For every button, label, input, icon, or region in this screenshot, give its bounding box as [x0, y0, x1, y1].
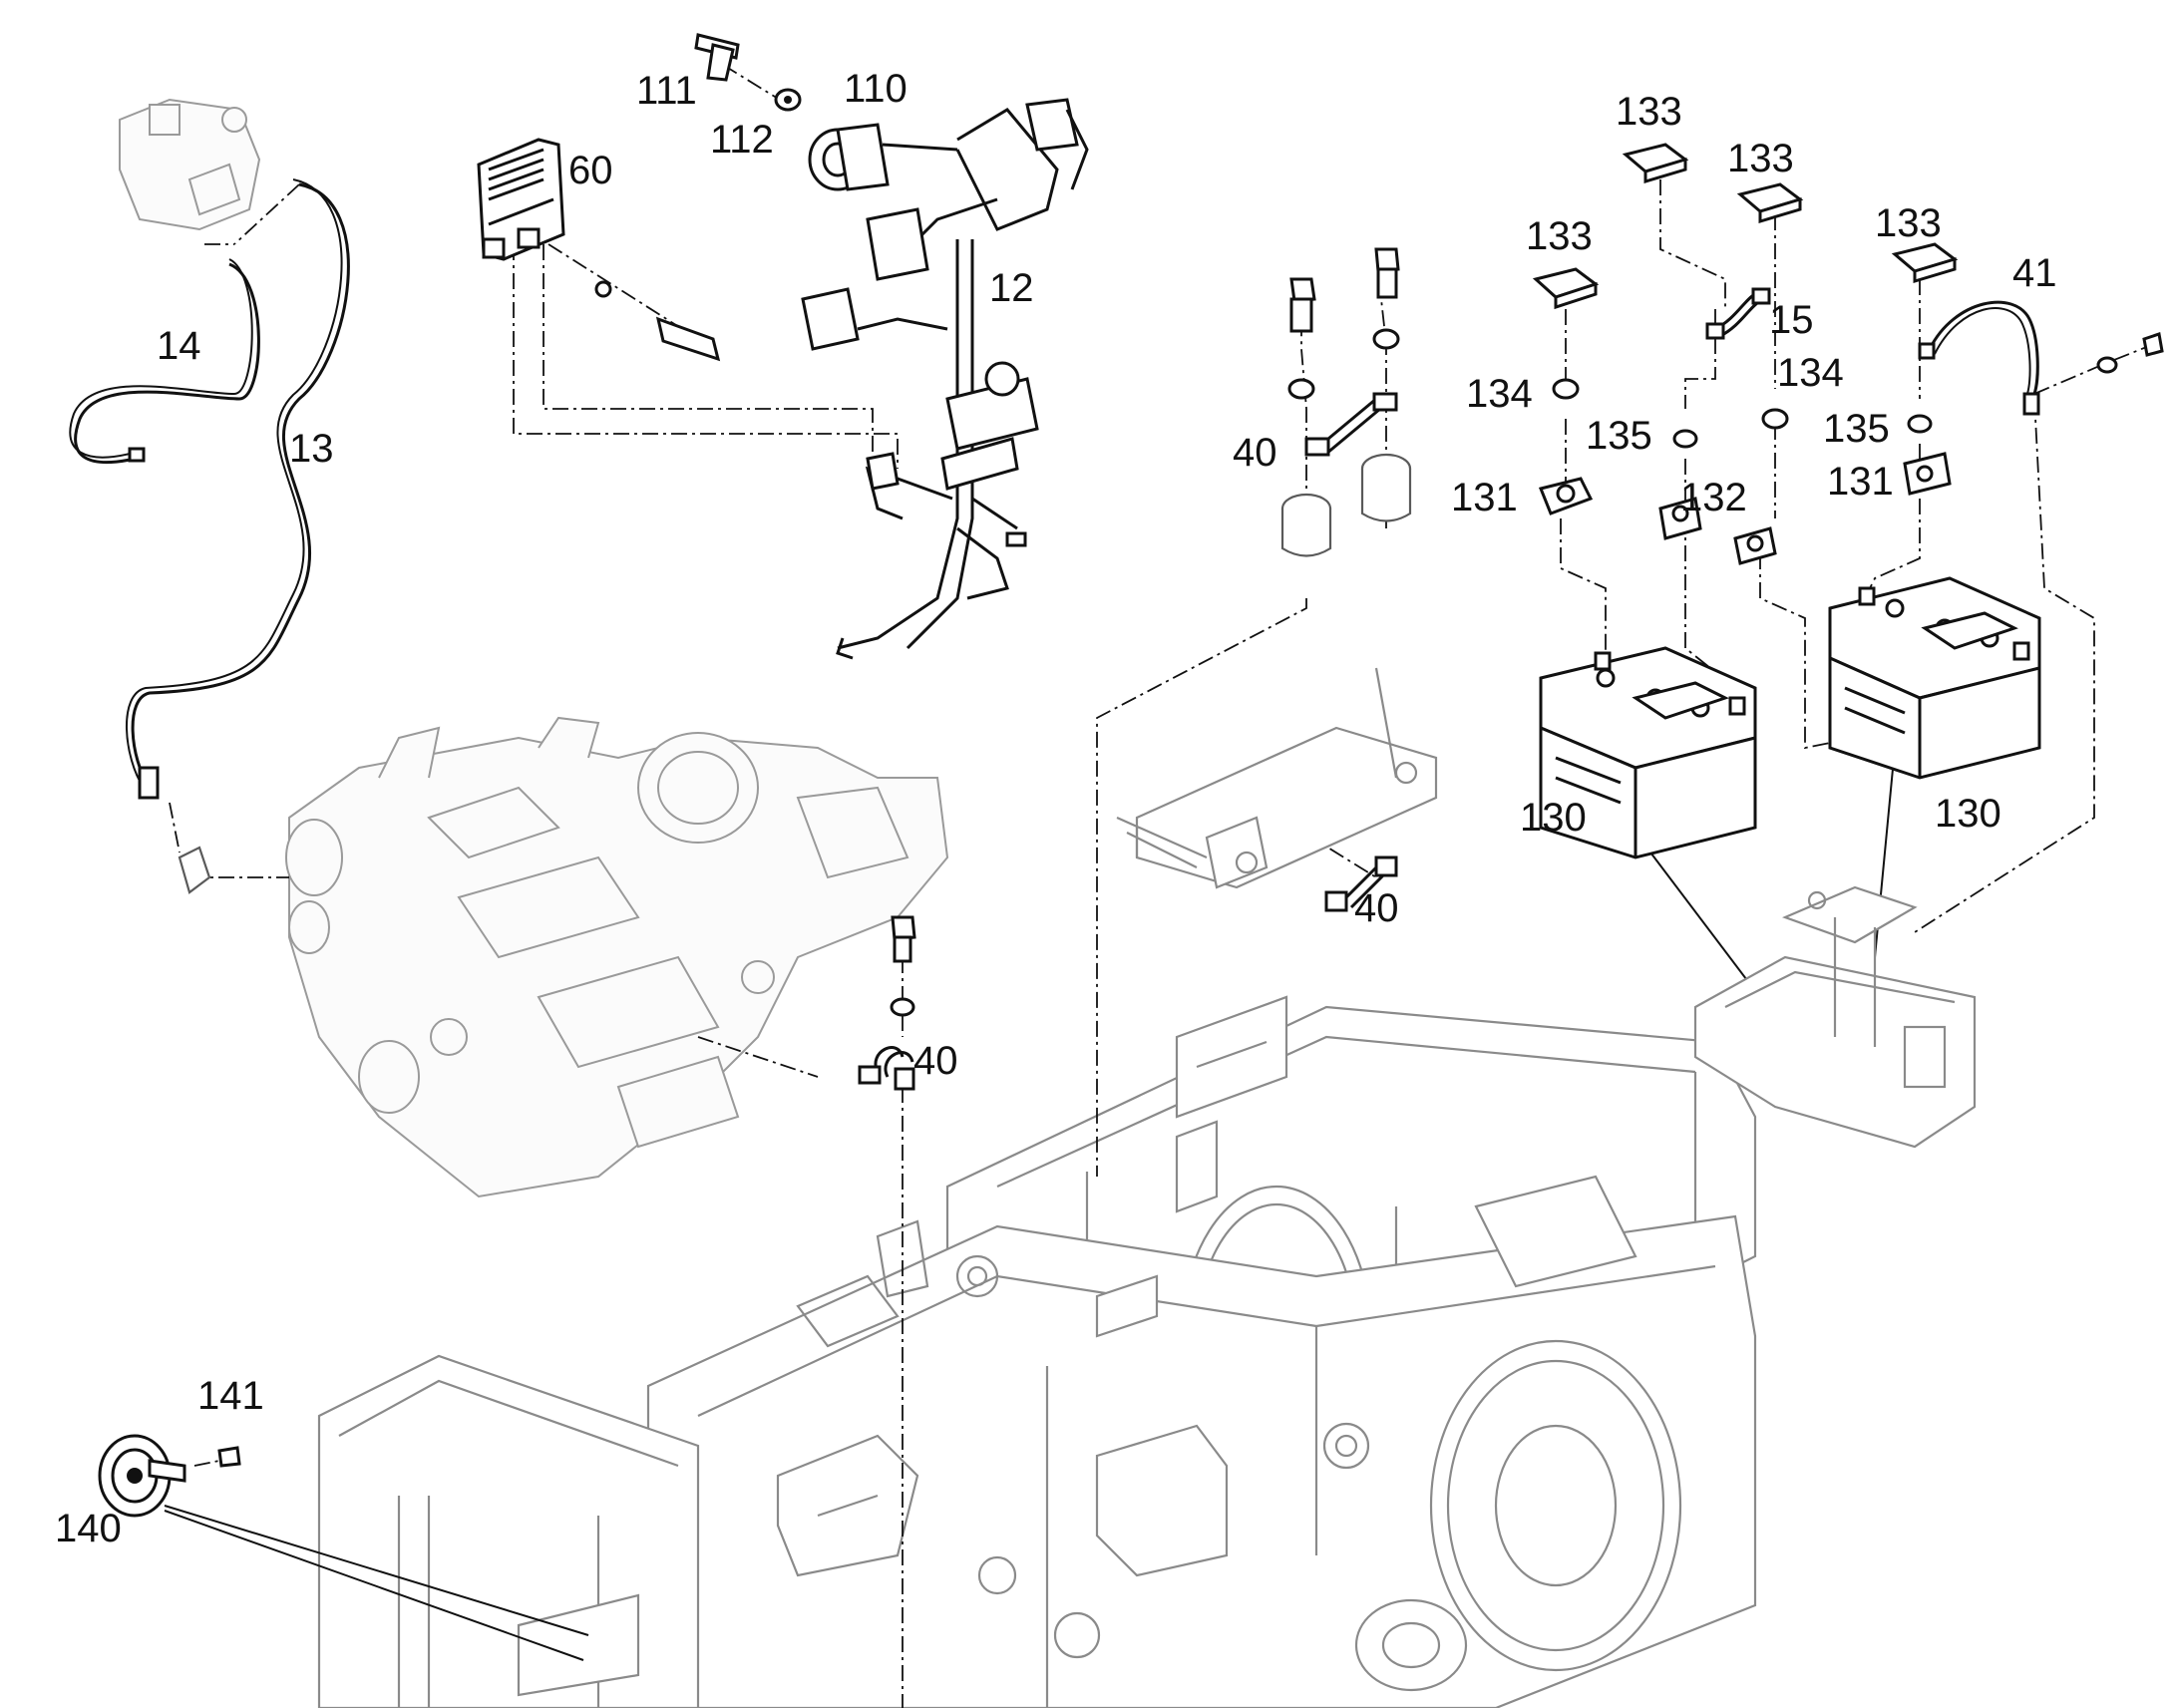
clamps-131-132 — [1538, 452, 1952, 565]
horn-140 — [98, 1434, 186, 1518]
callout-14: 14 — [157, 324, 201, 368]
callout-112: 112 — [710, 118, 774, 162]
mounting-plate — [1116, 667, 1438, 889]
callout-132: 132 — [1680, 476, 1747, 519]
screw-141 — [217, 1446, 241, 1468]
ecu-module — [477, 138, 721, 362]
callout-111: 111 — [636, 69, 697, 113]
disconnect-switch — [119, 98, 261, 231]
callout-40-mid: 40 — [1233, 431, 1277, 475]
callout-labels: 111 112 110 60 12 14 13 40 40 40 133 133… — [55, 67, 2057, 1550]
callout-40-lower: 40 — [1354, 886, 1399, 930]
chassis-frame — [317, 995, 1757, 1708]
battery-130-right — [1828, 576, 2041, 780]
callout-130-a: 130 — [1520, 796, 1587, 840]
relay-110 — [808, 123, 958, 191]
washer-112 — [774, 88, 802, 112]
callout-135-b: 135 — [1823, 407, 1890, 451]
cable-41 — [1918, 300, 2164, 416]
callout-133-a: 133 — [1526, 214, 1593, 258]
callout-13: 13 — [289, 427, 334, 471]
engine-assembly — [285, 716, 949, 1198]
callout-15: 15 — [1769, 298, 1814, 342]
callout-141: 141 — [197, 1374, 264, 1418]
terminal-caps-133 — [1532, 143, 1959, 310]
cable-15 — [1705, 287, 1771, 340]
harness-12 — [801, 98, 1089, 660]
callout-133-d: 133 — [1875, 201, 1942, 245]
callout-60: 60 — [568, 149, 613, 192]
callout-135-a: 135 — [1586, 414, 1652, 458]
callout-41: 41 — [2012, 251, 2057, 295]
callout-134-a: 134 — [1466, 372, 1533, 416]
harness-13 — [126, 178, 350, 894]
callout-131-a: 131 — [1451, 476, 1518, 519]
callout-110: 110 — [844, 67, 908, 111]
callout-133-b: 133 — [1616, 90, 1682, 134]
washers-134-135 — [1552, 378, 1933, 449]
cable-40-lower — [1324, 855, 1398, 912]
callout-134-b: 134 — [1777, 351, 1844, 395]
cable-40-engine — [858, 915, 916, 1091]
callout-133-c: 133 — [1727, 137, 1794, 180]
callout-131-b: 131 — [1827, 460, 1894, 504]
callout-140: 140 — [55, 1507, 122, 1550]
battery-130-left — [1539, 646, 1757, 859]
bolt-111 — [694, 33, 740, 82]
callout-40-engine: 40 — [913, 1039, 958, 1083]
harness-14 — [69, 258, 260, 465]
callout-12: 12 — [989, 266, 1034, 310]
callout-130-b: 130 — [1935, 792, 2001, 836]
battery-stand — [1693, 885, 1977, 1149]
cable-40-mid — [1280, 247, 1412, 557]
